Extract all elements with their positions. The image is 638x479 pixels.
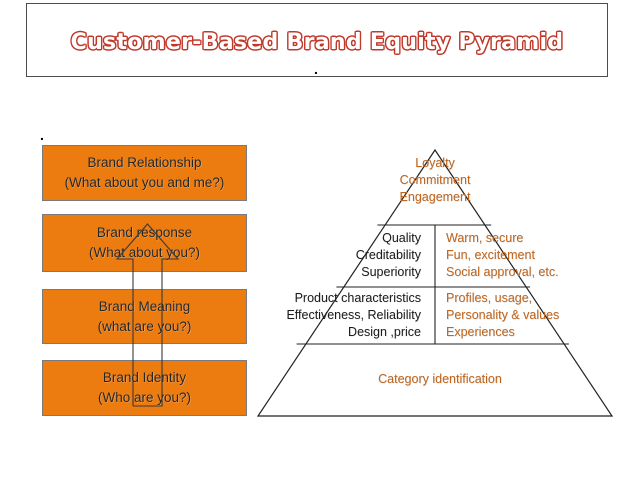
- text-line: Social approval, etc.: [446, 265, 559, 279]
- text-line: Fun, excitement: [446, 248, 535, 262]
- pyramid-imagery-text: Profiles, usage, Personality & values Ex…: [446, 290, 586, 341]
- page-title: Customer-Based Brand Equity Pyramid: [70, 30, 564, 55]
- title-dot: .: [314, 61, 318, 77]
- pyramid-performance-text: Product characteristics Effectiveness, R…: [276, 290, 421, 341]
- text-line: Personality & values: [446, 308, 560, 322]
- text-line: Effectiveness, Reliability: [286, 308, 421, 322]
- text-line: Loyalty: [415, 156, 455, 170]
- text-line: Profiles, usage,: [446, 291, 533, 305]
- text-line: Product characteristics: [294, 291, 421, 305]
- pyramid-base-text: Category identification: [378, 372, 502, 386]
- text-line: Superiority: [361, 265, 421, 279]
- pyramid-feelings-text: Warm, secure Fun, excitement Social appr…: [446, 230, 586, 281]
- pyramid-judgments-text: Quality Creditability Superiority: [321, 230, 421, 281]
- side-dot: .: [40, 127, 44, 143]
- brand-relationship-box: Brand Relationship (What about you and m…: [42, 145, 247, 201]
- box-question: (What about you and me?): [64, 175, 225, 190]
- text-line: Experiences: [446, 325, 515, 339]
- box-title: Brand Relationship: [87, 155, 202, 170]
- text-line: Engagement: [399, 190, 471, 204]
- text-line: Warm, secure: [446, 231, 524, 245]
- pyramid-top-text: Loyalty Commitment Engagement: [375, 155, 495, 206]
- title-frame: Customer-Based Brand Equity Pyramid: [26, 3, 608, 77]
- pyramid-outline: [256, 148, 614, 417]
- text-line: Creditability: [355, 248, 421, 262]
- text-line: Commitment: [399, 173, 471, 187]
- text-line: Quality: [382, 231, 421, 245]
- text-line: Design ,price: [348, 325, 421, 339]
